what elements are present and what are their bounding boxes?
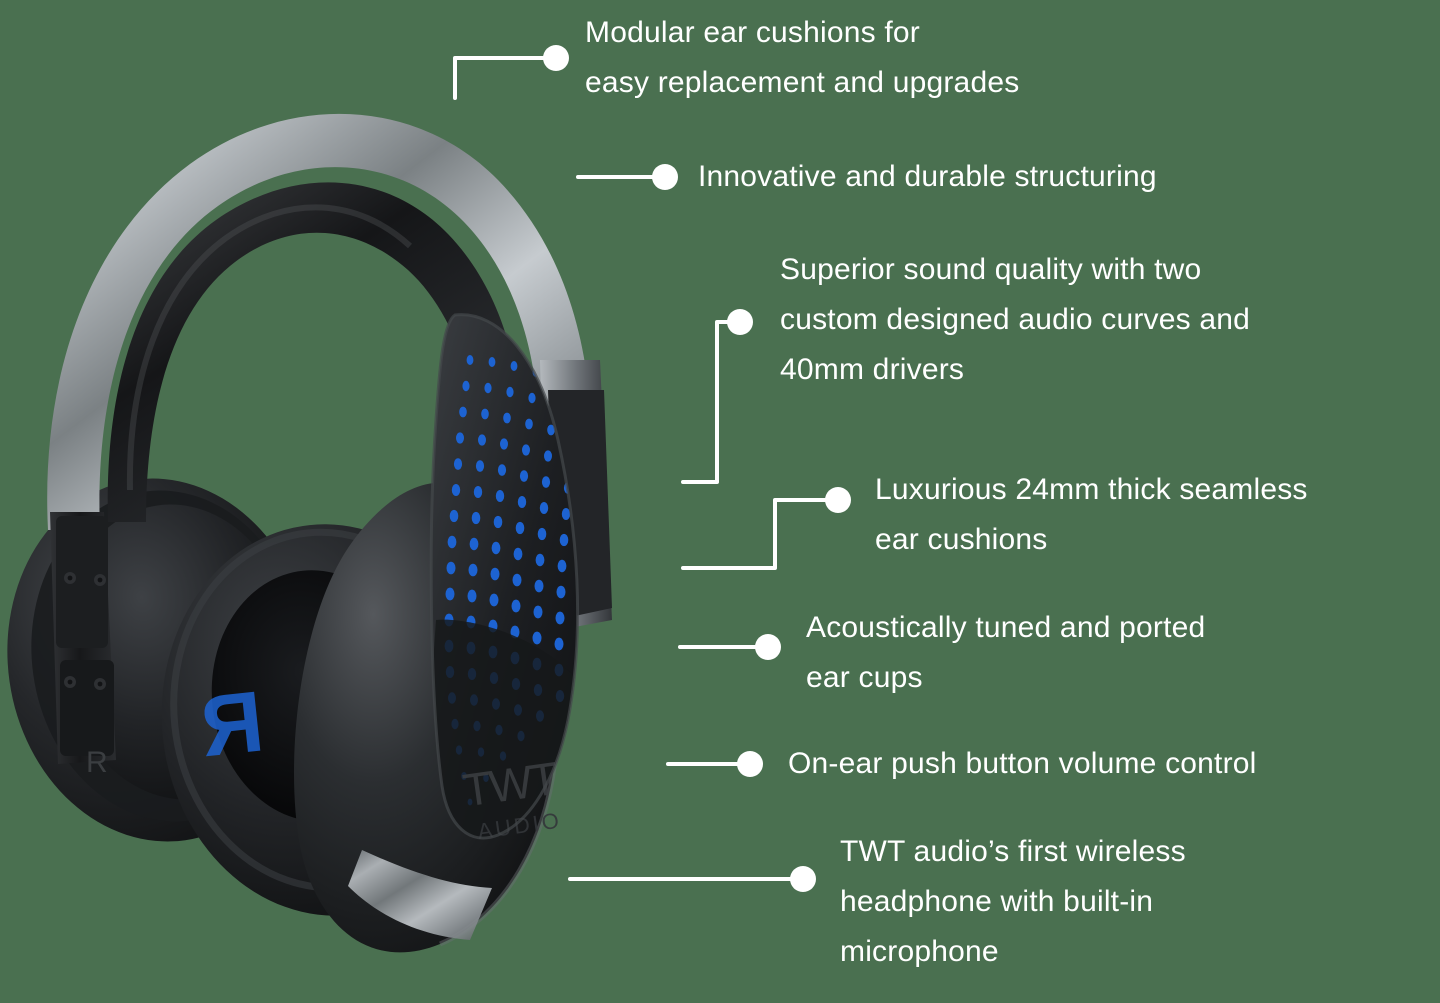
callout-dot-luxurious-ear-cushions[interactable] — [825, 487, 851, 513]
callout-text-durable-structuring: Innovative and durable structuring — [698, 160, 1157, 193]
callout-text-wireless-built-in-mic: TWT audio’s first wireless headphone wit… — [840, 835, 1186, 968]
callout-text-push-button-volume: On-ear push button volume control — [788, 747, 1257, 780]
callout-dot-superior-sound-quality[interactable] — [727, 309, 753, 335]
callout-dot-durable-structuring[interactable] — [652, 164, 678, 190]
callout-dot-wireless-built-in-mic[interactable] — [790, 866, 816, 892]
callout-line-3 — [681, 498, 840, 570]
callout-dot-push-button-volume[interactable] — [737, 751, 763, 777]
callout-text-modular-ear-cushions: Modular ear cushions for easy replacemen… — [585, 16, 1020, 99]
callout-dot-modular-ear-cushions[interactable] — [543, 45, 569, 71]
callout-line-2 — [681, 320, 742, 484]
callout-line-0 — [453, 56, 558, 100]
callout-text-tuned-ported-ear-cups: Acoustically tuned and ported ear cups — [806, 611, 1206, 694]
callout-text-luxurious-ear-cushions: Luxurious 24mm thick seamless ear cushio… — [875, 473, 1308, 556]
callout-dot-tuned-ported-ear-cups[interactable] — [755, 634, 781, 660]
callout-text-superior-sound-quality: Superior sound quality with two custom d… — [780, 253, 1251, 386]
